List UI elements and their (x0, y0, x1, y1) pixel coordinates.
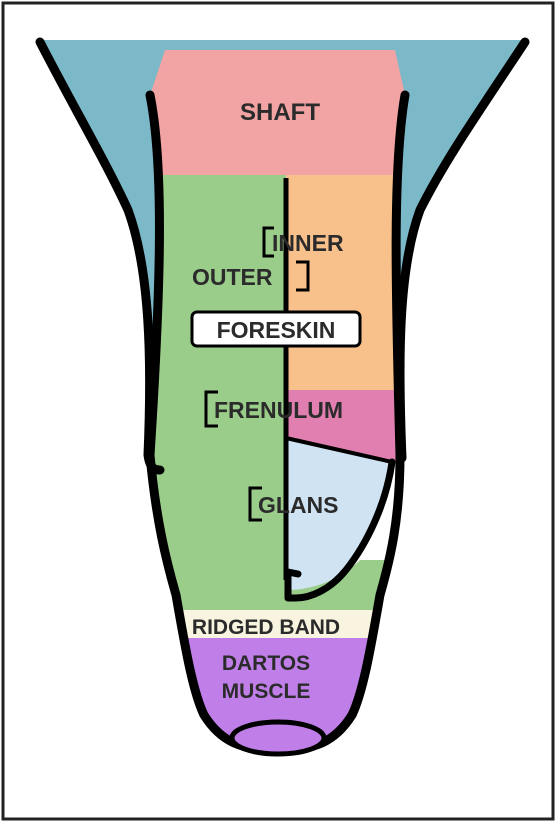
label-shaft: SHAFT (240, 99, 320, 126)
label-dartos: DARTOS (222, 652, 310, 675)
tip-opening (232, 722, 324, 754)
label-inner: INNER (272, 230, 344, 256)
label-foreskin: FORESKIN (217, 317, 336, 343)
label-frenulum: FRENULUM (214, 397, 343, 423)
label-ridged-band: RIDGED BAND (192, 616, 340, 639)
label-outer: OUTER (192, 264, 273, 290)
label-muscle: MUSCLE (222, 680, 311, 703)
label-glans: GLANS (258, 492, 339, 518)
